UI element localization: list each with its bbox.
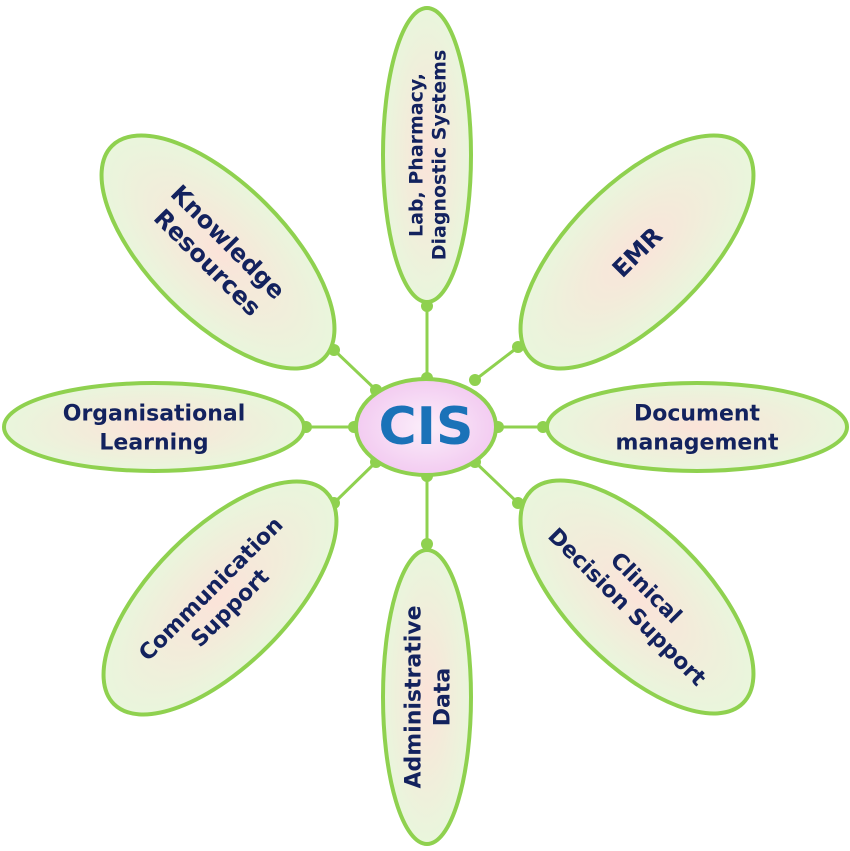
petal-label-line: Document [634,401,761,426]
petal-label-line: Lab, Pharmacy, [405,73,427,237]
connector-clinical-decision-support [473,460,520,505]
petal-clinical-decision-support: ClinicalDecision Support [518,478,756,716]
hub-node: CIS [354,377,498,477]
hub-label: CIS [379,397,474,457]
petals-group: Lab, Pharmacy,Diagnostic Systems EMR Docum… [2,6,849,846]
petal-label-line: Data [430,668,455,726]
petal-label-line: management [616,430,779,455]
connector-dot-administrative-data-petal [421,538,433,550]
petal-knowledge-resources: KnowledgeResources [99,133,337,371]
petal-lab: Lab, Pharmacy,Diagnostic Systems [381,6,473,304]
connector-knowledge-resources [332,348,378,392]
petal-shape-organisational-learning [2,381,306,473]
petal-label-line: Diagnostic Systems [428,50,450,261]
petal-label-line: Organisational [63,401,246,426]
petal-label-lab: Lab, Pharmacy,Diagnostic Systems [405,50,450,261]
petal-label-line: Administrative [401,605,426,788]
petal-shape-knowledge-resources [99,133,337,371]
petal-label-line: Learning [99,430,208,455]
petal-emr: EMR [518,133,756,371]
petal-shape-lab [381,6,473,304]
petal-document-management: Document management [545,381,849,473]
hub-ellipse [354,377,498,477]
petal-shape-emr [518,133,756,371]
petal-shape-document-management [545,381,849,473]
petal-shape-communication-support [101,479,339,717]
connector-emr [474,345,519,382]
connector-communication-support [332,460,378,505]
petal-label-document-management: Document management [616,401,779,455]
connector-dot-emr-hub [469,374,481,386]
petal-shape-administrative-data [381,548,473,846]
petal-communication-support: CommunicationSupport [101,479,339,717]
petal-shape-clinical-decision-support [518,478,756,716]
